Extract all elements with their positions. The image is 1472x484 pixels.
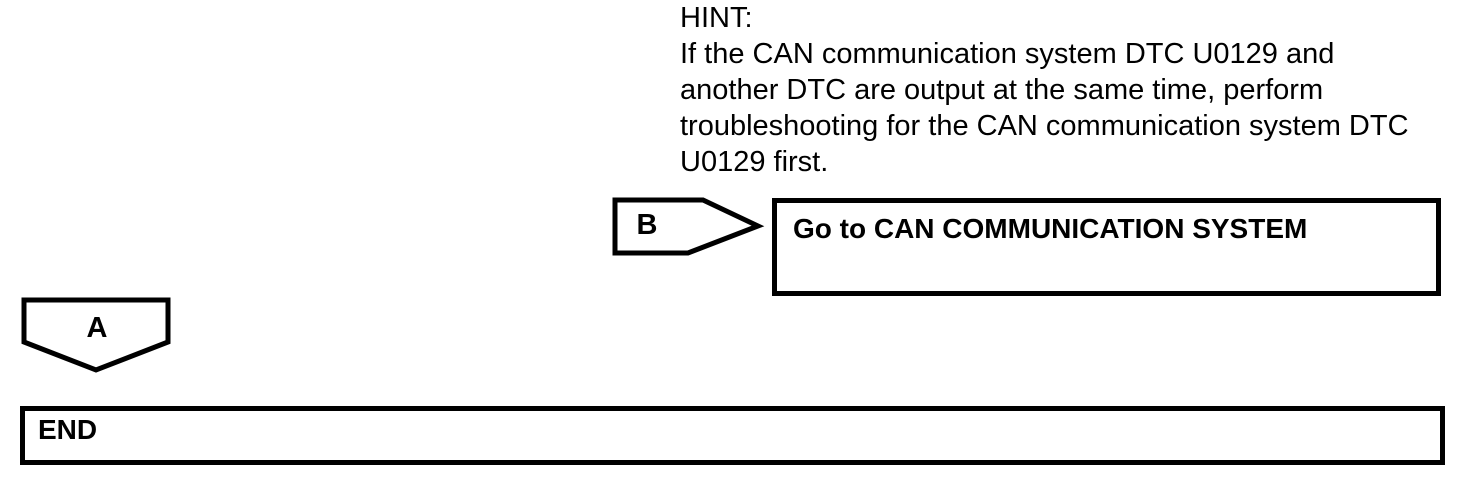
- hint-line: U0129 first.: [680, 146, 829, 178]
- connector-a-label: A: [86, 312, 108, 344]
- hint-line: another DTC are output at the same time,…: [680, 74, 1324, 106]
- hint-line: If the CAN communication system DTC U012…: [680, 38, 1335, 70]
- end-box-label: END: [38, 414, 98, 445]
- hint-line: HINT:: [680, 2, 753, 34]
- connector-a-arrow-icon: [21, 297, 171, 373]
- connector-b-label: B: [636, 209, 658, 241]
- goto-can-communication-system-box: Go to CAN COMMUNICATION SYSTEM: [772, 198, 1441, 296]
- end-box: END: [20, 406, 1445, 465]
- hint-line: troubleshooting for the CAN communicatio…: [680, 110, 1409, 142]
- hint-block: HINT: If the CAN communication system DT…: [680, 0, 1455, 180]
- connector-b-arrow-icon: [612, 197, 765, 256]
- goto-box-label: Go to CAN COMMUNICATION SYSTEM: [793, 213, 1308, 244]
